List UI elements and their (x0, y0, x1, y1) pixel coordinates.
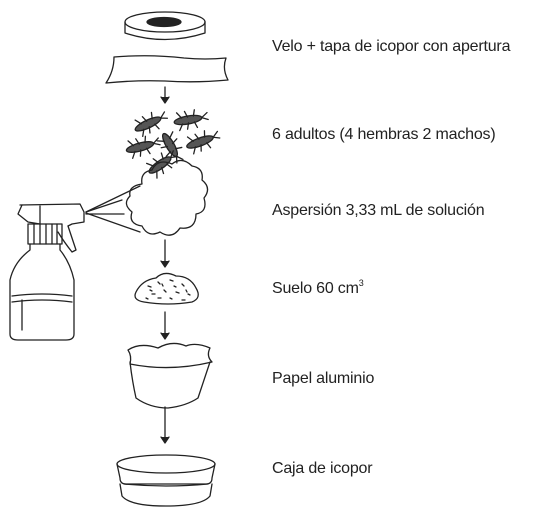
spray-bottle-drawing (9, 203, 85, 341)
soil-drawing (134, 272, 199, 305)
mist-cloud-drawing (125, 159, 209, 236)
aluminum-foil-drawing (127, 342, 213, 409)
icopor-box-drawing (116, 454, 216, 507)
flow-arrows (160, 86, 170, 444)
label-lid: Velo + tapa de icopor con apertura (272, 38, 511, 55)
icopor-lid-drawing (124, 11, 206, 41)
label-soil-text: Suelo 60 cm (272, 280, 359, 297)
label-adults: 6 adultos (4 hembras 2 machos) (272, 126, 496, 143)
label-soil: Suelo 60 cm3 (272, 278, 364, 298)
veil-drawing (105, 55, 229, 84)
label-spray: Aspersión 3,33 mL de solución (272, 202, 485, 219)
label-box: Caja de icopor (272, 460, 373, 477)
adult-insects-drawing (125, 109, 221, 179)
label-foil: Papel aluminio (272, 370, 375, 387)
label-soil-exponent: 3 (358, 278, 364, 288)
spray-lines (85, 185, 141, 233)
